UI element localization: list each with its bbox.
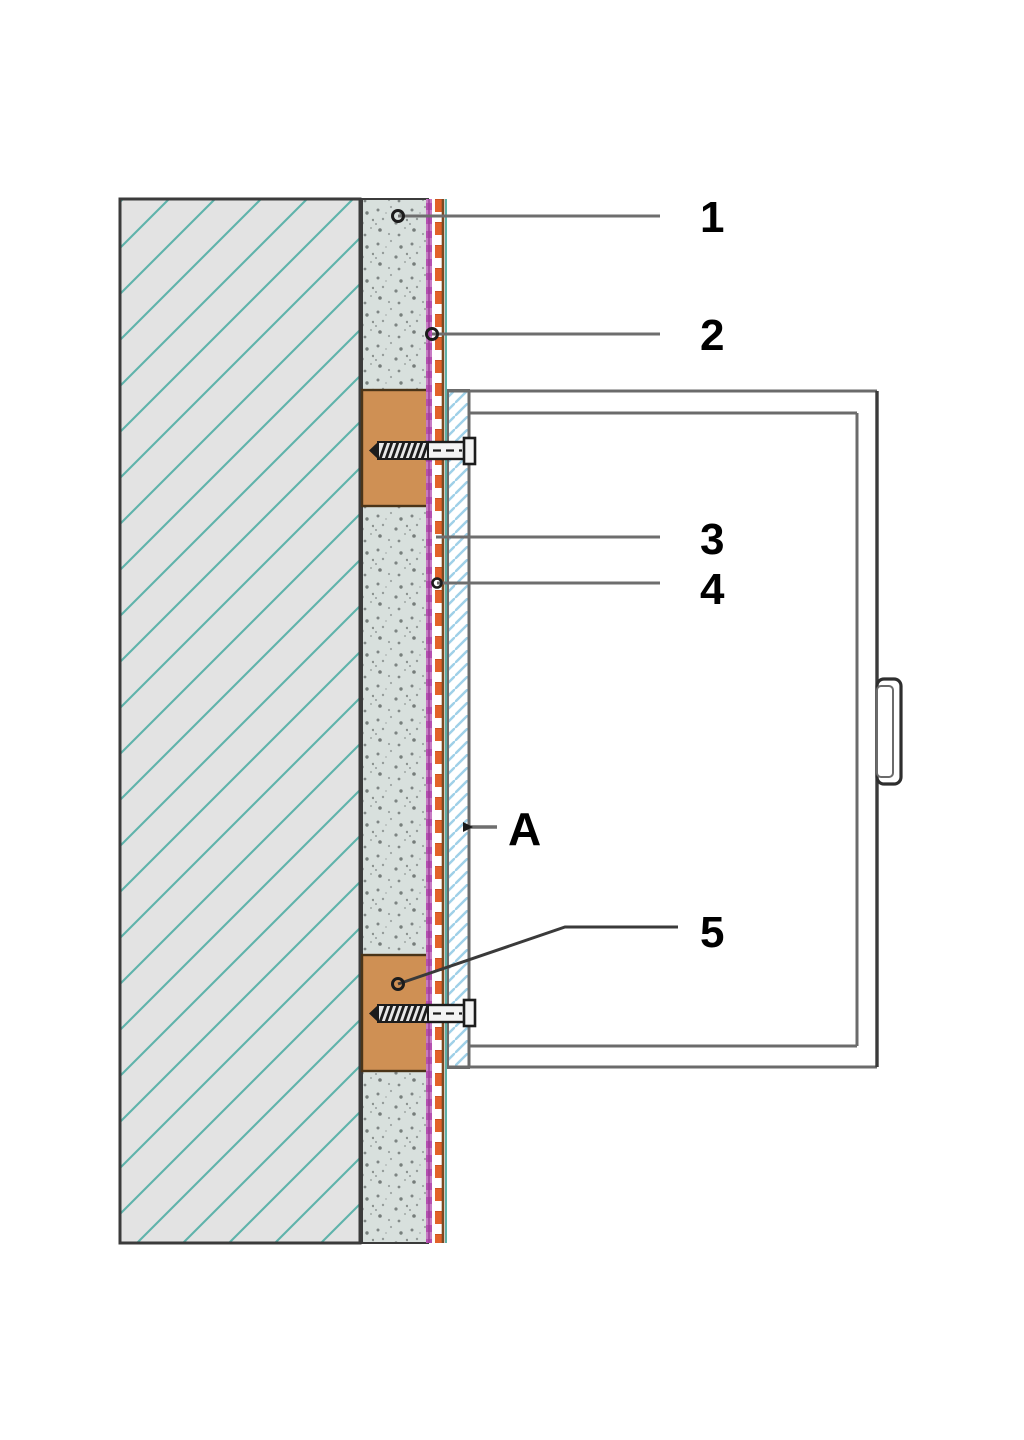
air-gap [432, 199, 436, 1243]
frame-handle[interactable] [875, 677, 903, 786]
callout-label-5: 5 [700, 908, 724, 957]
window-frame [447, 389, 903, 1069]
leader-dot-4 [431, 577, 443, 589]
leader-dot-5 [391, 977, 405, 991]
masonry-wall [118, 197, 362, 1245]
anchor-upper [369, 436, 477, 466]
callout-label-2: 2 [700, 311, 724, 360]
callout-label-1: 1 [700, 193, 724, 242]
callout-labels: 1 2 3 4 5 [700, 193, 725, 957]
frame-cavity-hatch [448, 390, 469, 1068]
callout-label-4: 4 [700, 565, 725, 614]
anchor-lower [369, 998, 477, 1028]
anchor-threads [377, 441, 430, 460]
leader-line-5 [397, 925, 678, 986]
callout-label-3: 3 [700, 515, 724, 564]
insulation-layer [361, 198, 429, 1244]
callout-leaders [391, 209, 678, 991]
leader-dot-1 [391, 209, 405, 223]
membrane-stack [426, 199, 447, 1243]
section-marker-label: A [508, 803, 541, 855]
section-marker-a: A [463, 803, 541, 855]
leader-dot-2 [425, 327, 439, 341]
anchor-threads [377, 1004, 430, 1023]
